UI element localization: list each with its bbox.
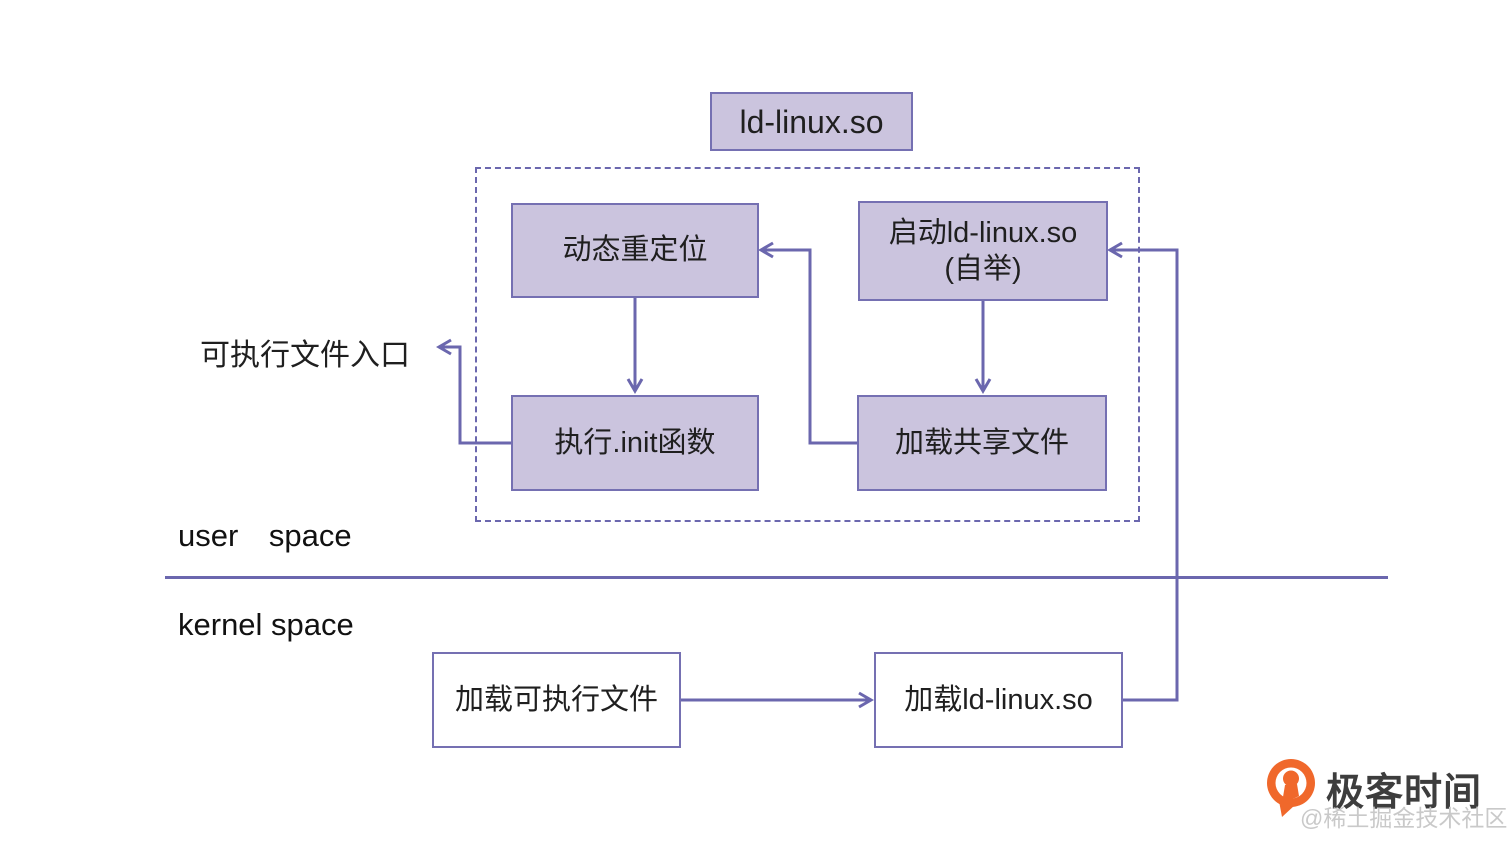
kernel-space-label: kernel space: [178, 607, 354, 643]
geektime-logo-icon: [1267, 759, 1315, 817]
box-load-ld-linux-label: 加载ld-linux.so: [904, 683, 1093, 716]
box-load-shared-label: 加载共享文件: [894, 426, 1069, 459]
box-ld-linux-title: ld-linux.so: [710, 92, 913, 151]
box-bootstrap-ld-linux: 启动ld-linux.so (自举): [858, 201, 1108, 301]
box-load-ld-linux: 加载ld-linux.so: [874, 652, 1123, 748]
box-dynamic-relocation-label: 动态重定位: [562, 234, 708, 267]
user-space-label: user space: [178, 518, 352, 554]
ld-linux-dashed-container: [475, 167, 1140, 522]
box-load-shared: 加载共享文件: [857, 395, 1107, 491]
box-dynamic-relocation: 动态重定位: [511, 203, 759, 298]
geektime-logo-text: 极客时间: [1326, 761, 1482, 816]
box-exec-init-label: 执行.init函数: [554, 426, 716, 459]
box-ld-linux-title-label: ld-linux.so: [739, 103, 884, 140]
geektime-logo-text-value: 极客时间: [1326, 772, 1483, 814]
kernel-space-label-text: kernel space: [178, 607, 354, 642]
branding-area: 极客时间 @稀土掘金技术社区: [1264, 755, 1507, 835]
box-load-executable-label: 加载可执行文件: [454, 683, 658, 716]
user-space-label-text: user space: [178, 518, 352, 553]
entry-point-label: 可执行文件入口: [200, 330, 410, 374]
user-kernel-divider: [165, 576, 1388, 579]
watermark-text: @稀土掘金技术社区: [1300, 805, 1508, 831]
watermark: @稀土掘金技术社区: [1300, 799, 1507, 833]
box-exec-init: 执行.init函数: [511, 395, 759, 491]
box-bootstrap-label-line1: 启动ld-linux.so: [888, 216, 1078, 249]
box-bootstrap-label-line2: (自举): [944, 253, 1022, 285]
box-load-executable: 加载可执行文件: [432, 652, 681, 748]
entry-point-label-text: 可执行文件入口: [200, 339, 410, 372]
